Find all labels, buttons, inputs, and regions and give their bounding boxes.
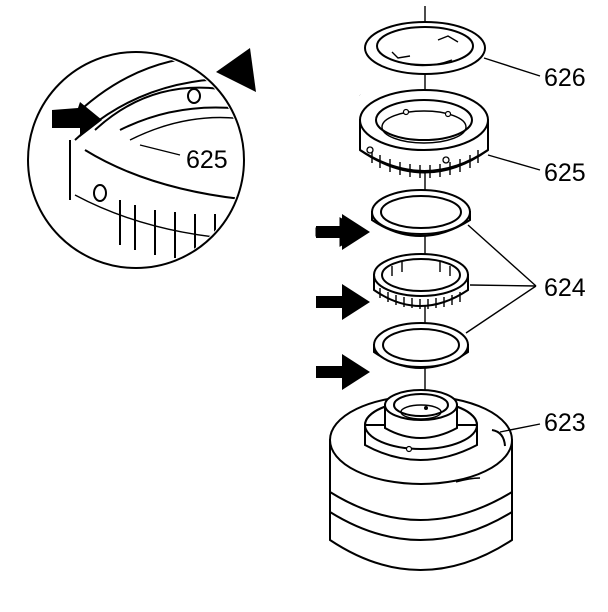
- curved-magnify-arrow: [216, 48, 362, 97]
- pointer-arrow-upper-race: [315, 214, 370, 250]
- detail-magnified-view: 625: [27, 51, 245, 269]
- callout-623: 623: [544, 409, 586, 437]
- pointer-arrow-bearing: [316, 284, 370, 320]
- part-623-housing: 623: [329, 389, 586, 571]
- bearing-rollers: [379, 262, 461, 309]
- callout-624-leaders: 624: [465, 224, 586, 334]
- callout-624: 624: [544, 274, 586, 302]
- ring-teeth: [359, 149, 489, 178]
- detail-callout-625: 625: [186, 146, 228, 174]
- detail-pointer-arrow: [52, 102, 102, 137]
- callout-625: 625: [544, 159, 586, 187]
- part-624-upper-race: [371, 189, 471, 237]
- part-624-bearing: [373, 253, 469, 309]
- part-626-washer: 626: [364, 21, 586, 92]
- part-625-ring: 625: [359, 89, 586, 187]
- callout-626: 626: [544, 64, 586, 92]
- pointer-arrow-lower-race: [316, 354, 370, 390]
- part-624-lower-race: [373, 322, 469, 369]
